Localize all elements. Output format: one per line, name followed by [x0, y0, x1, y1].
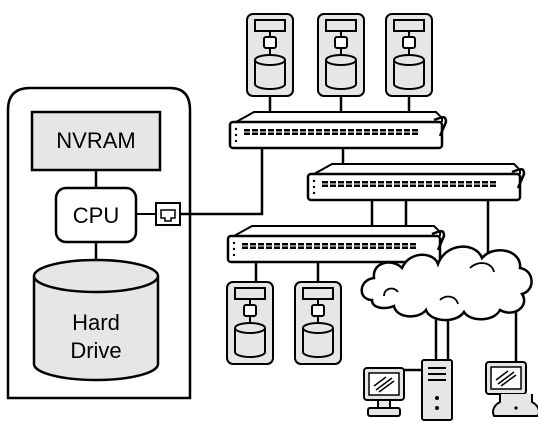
hard-drive-cylinder: Hard Drive	[32, 258, 160, 382]
tower-pc-icon	[421, 359, 453, 421]
cpu-label: CPU	[73, 203, 119, 228]
storage-node-icon	[294, 281, 342, 365]
storage-node-icon	[226, 281, 274, 365]
nvram-block: NVRAM	[30, 110, 162, 172]
storage-node-icon	[317, 13, 365, 97]
monitor-icon	[485, 361, 538, 417]
network-switch-icon	[306, 162, 526, 202]
network-port-icon	[136, 202, 181, 226]
cpu-block: CPU	[54, 186, 138, 244]
network-switch-icon	[228, 110, 448, 150]
drive-label-line2: Drive	[70, 338, 121, 363]
storage-node-icon	[385, 13, 433, 97]
monitor-icon	[363, 367, 405, 417]
storage-node-icon	[246, 13, 294, 97]
cloud-icon	[360, 245, 533, 322]
drive-label-line1: Hard	[72, 310, 120, 335]
nvram-label: NVRAM	[56, 128, 135, 153]
